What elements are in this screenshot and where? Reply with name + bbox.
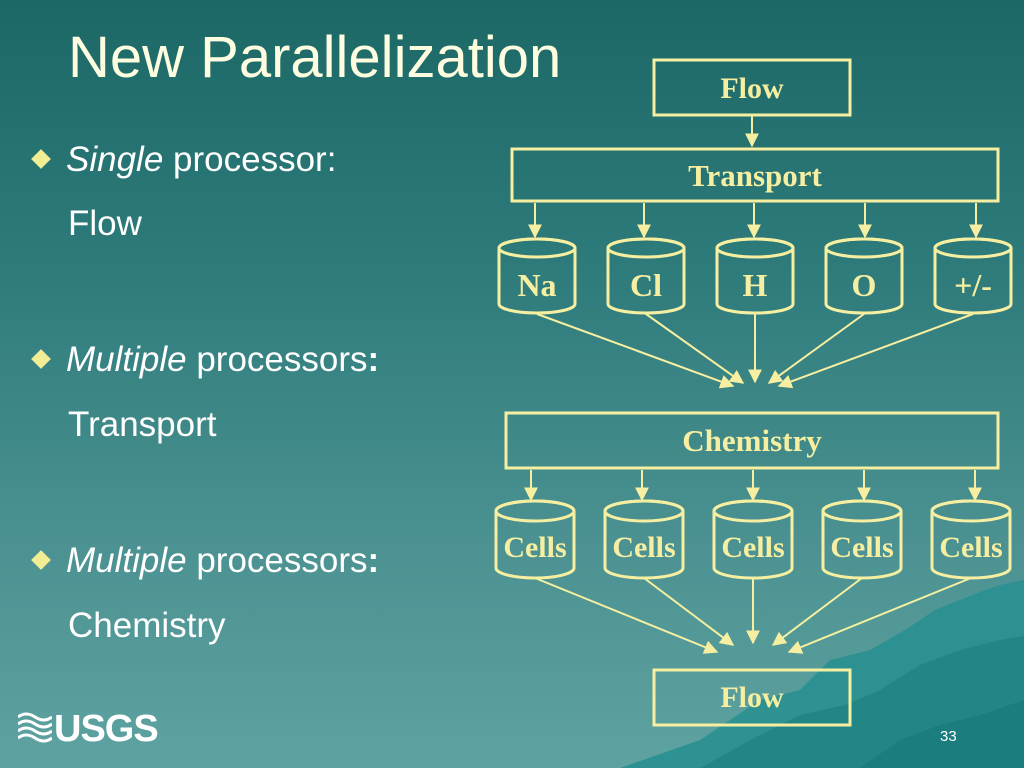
species-cylinder <box>497 237 577 315</box>
bullet-emphasis: Multiple <box>66 340 187 379</box>
transport-box <box>510 147 1000 203</box>
species-label: Na <box>517 267 556 303</box>
bullet-text: processors <box>186 340 368 379</box>
arrow-species-to-chemistry <box>777 313 974 389</box>
usgs-wave-icon <box>18 712 52 743</box>
cells-label: Cells <box>612 531 675 564</box>
cells-cylinder <box>603 499 685 580</box>
flow-bottom-box <box>652 668 852 727</box>
flow-top-label: Flow <box>720 72 784 105</box>
species-label: H <box>743 267 768 303</box>
cells-label: Cells <box>721 531 784 564</box>
cells-label: Cells <box>939 531 1002 564</box>
cells-label: Cells <box>503 531 566 564</box>
slide-title: New Parallelization <box>68 25 562 90</box>
bullet-item-multiple-chemistry: Multiple processors: <box>31 541 380 581</box>
chemistry-box <box>504 411 1000 470</box>
cells-cylinder <box>712 499 794 580</box>
species-cylinder <box>606 237 686 315</box>
arrow-species-to-chemistry <box>767 313 865 384</box>
arrow-species-to-chemistry <box>645 313 745 384</box>
cells-cylinder <box>930 499 1012 580</box>
bullet-sub-flow: Flow <box>68 204 142 243</box>
species-cylinder <box>824 237 904 315</box>
bullet-item-multiple-transport: Multiple processors: <box>31 340 380 380</box>
bullet-colon: : <box>367 541 380 580</box>
transport-label: Transport <box>688 158 822 193</box>
species-label: O <box>852 267 877 303</box>
chemistry-label: Chemistry <box>682 423 822 458</box>
page-number: 33 <box>940 728 957 745</box>
cells-cylinder <box>494 499 576 580</box>
bullet-item-single: Single processor: <box>31 140 337 180</box>
species-cylinder <box>933 237 1013 315</box>
bullet-sub-chemistry: Chemistry <box>68 606 226 645</box>
arrow-species-to-chemistry <box>536 313 735 389</box>
species-label: Cl <box>630 267 662 303</box>
cells-cylinder <box>821 499 903 580</box>
species-cylinder <box>715 237 795 315</box>
bullet-emphasis: Multiple <box>66 541 187 580</box>
flow-bottom-label: Flow <box>720 681 784 714</box>
arrow-cells-to-flow <box>787 577 972 654</box>
bullet-text: processors <box>186 541 368 580</box>
bullet-text: processor: <box>163 140 337 179</box>
usgs-logo-text: USGS <box>54 708 159 750</box>
bullet-colon: : <box>367 340 380 379</box>
bullet-sub-transport: Transport <box>68 405 217 444</box>
species-label: +/- <box>954 267 992 303</box>
arrow-cells-to-flow <box>643 577 735 646</box>
arrow-cells-to-flow <box>534 577 719 654</box>
arrow-cells-to-flow <box>771 577 863 646</box>
usgs-logo: USGS <box>18 708 159 751</box>
bullet-emphasis: Single <box>66 140 164 179</box>
cells-label: Cells <box>830 531 893 564</box>
